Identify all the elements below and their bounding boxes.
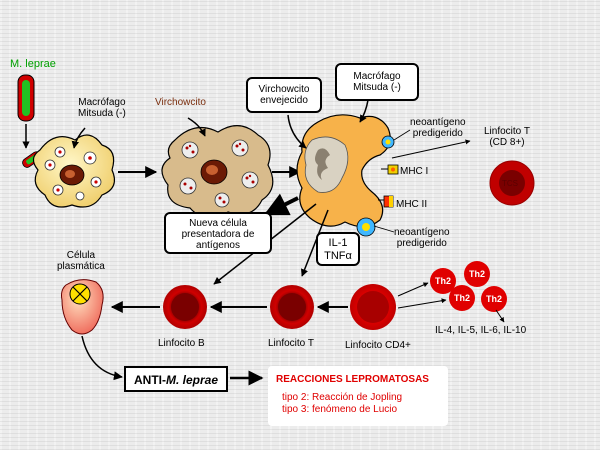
antibody-prefix: ANTI- bbox=[133, 373, 166, 387]
arrow-label-macrophage-left bbox=[71, 127, 86, 149]
th2-label-4: Th2 bbox=[485, 294, 502, 304]
arrow-label-macrophage-right bbox=[359, 99, 369, 123]
cd8-cell-text: TCS bbox=[502, 179, 518, 188]
arrow-mhc1-to-cd8 bbox=[391, 139, 471, 159]
reaction-type2: tipo 2: Reacción de Jopling bbox=[282, 392, 403, 403]
virchowcito-cell bbox=[161, 125, 274, 219]
plasma-cell bbox=[61, 279, 104, 335]
antibody-box: ANTI-M. leprae bbox=[124, 366, 228, 392]
mhc1-icon bbox=[381, 164, 399, 175]
th2-label-3: Th2 bbox=[453, 293, 470, 303]
neoantigen-top-icon bbox=[381, 135, 395, 149]
lymphocyte-b-label: Linfocito B bbox=[158, 338, 205, 349]
cd8-lymphocyte-cell bbox=[489, 160, 535, 206]
line-neoantigen-top bbox=[393, 129, 411, 141]
arrow-cd4-to-th2-b bbox=[397, 298, 447, 309]
lymphocyte-b-cell bbox=[163, 285, 207, 329]
cytokines-label: IL-4, IL-5, IL-6, IL-10 bbox=[435, 325, 527, 336]
mhc2-icon bbox=[378, 195, 394, 208]
arrow-label-virchowcito-envejecido bbox=[287, 114, 307, 149]
cd8-lymphocyte-label: Linfocito T (CD 8+) bbox=[484, 126, 530, 148]
macrophage-left-cell bbox=[32, 134, 115, 208]
macrophage-left-label: Macrófago Mitsuda (-) bbox=[78, 97, 126, 119]
virchowcito-label: Virchowcito bbox=[155, 97, 206, 108]
neoantigen-top-label: neoantígeno predigerido bbox=[410, 117, 466, 139]
arrow-plasma-to-antibody bbox=[81, 335, 123, 381]
virchowcito-envejecido-box: Virchowcito envejecido bbox=[246, 77, 322, 113]
il1-label: IL-1 bbox=[328, 237, 348, 249]
mhc1-label: MHC I bbox=[400, 166, 429, 177]
plasma-cell-label: Célula plasmática bbox=[57, 250, 105, 272]
arrow-cd4-to-th2-a bbox=[397, 282, 429, 297]
arrow-apc-to-new-apc bbox=[263, 193, 299, 216]
reactions-box: REACCIONES LEPROMATOSAS tipo 2: Reacción… bbox=[268, 366, 448, 426]
arrow-th2-to-cytokines bbox=[495, 309, 505, 323]
reactions-title: REACCIONES LEPROMATOSAS bbox=[276, 374, 429, 385]
lymphocyte-t-cell bbox=[270, 285, 314, 329]
line-neoantigen-bottom bbox=[373, 225, 395, 233]
tnf-label: TNFα bbox=[324, 250, 352, 262]
arrow-label-virchowcito bbox=[187, 117, 206, 137]
macrophage-right-box: Macrófago Mitsuda (-) bbox=[335, 63, 419, 101]
reaction-type3: tipo 3: fenómeno de Lucio bbox=[282, 404, 398, 415]
th2-cells bbox=[430, 261, 507, 312]
neoantigen-bottom-label: neoantígeno predigerido bbox=[394, 227, 450, 249]
lymphocyte-cd4-cell bbox=[350, 284, 396, 330]
lymphocyte-cd4-label: Linfocito CD4+ bbox=[345, 340, 411, 351]
mhc2-label: MHC II bbox=[396, 199, 428, 210]
cytokine-il1-tnf-box: IL-1 TNFα bbox=[316, 232, 360, 266]
th2-label-1: Th2 bbox=[434, 276, 451, 286]
m-leprae-label: M. leprae bbox=[10, 58, 56, 70]
neoantigen-bottom-icon bbox=[356, 217, 376, 237]
th2-label-2: Th2 bbox=[468, 269, 485, 279]
bacillus-icon bbox=[17, 74, 35, 122]
lymphocyte-t-label: Linfocito T bbox=[268, 338, 314, 349]
antibody-organism: M. leprae bbox=[165, 373, 219, 387]
new-apc-box: Nueva célula presentadora de antígenos bbox=[164, 212, 272, 254]
arrow-apc-to-lymphocyte-t bbox=[300, 209, 329, 277]
apc-macrophage-cell bbox=[296, 114, 391, 228]
